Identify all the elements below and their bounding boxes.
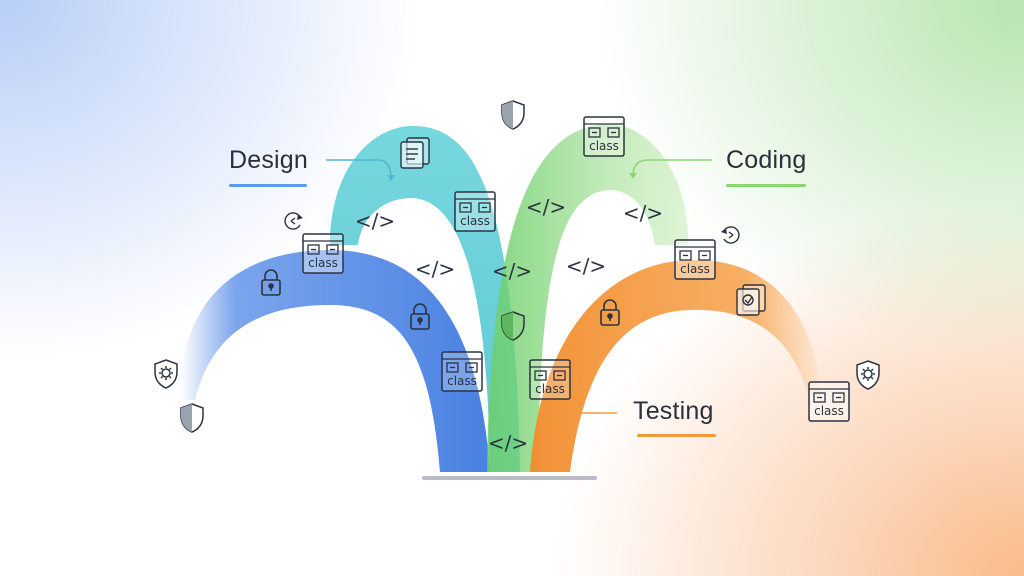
code-icon: </>	[488, 431, 528, 455]
document-stack-icon	[736, 284, 766, 316]
shield-icon	[180, 403, 204, 433]
svg-text:class: class	[460, 214, 490, 228]
design-blue-arch	[180, 250, 490, 472]
refresh-arrow-icon	[721, 226, 740, 244]
arches	[180, 124, 822, 472]
design-underline	[229, 184, 307, 187]
code-icon: </>	[415, 257, 455, 281]
code-icon: </>	[355, 209, 395, 233]
class-window-icon: class	[583, 116, 625, 157]
refresh-icons	[284, 212, 740, 244]
code-icon: </>	[492, 259, 532, 283]
svg-text:class: class	[447, 374, 477, 388]
lock-icon	[600, 299, 620, 326]
design-label: Design	[229, 146, 309, 174]
class-icons: class class class class	[302, 116, 850, 422]
code-icon: </>	[566, 254, 606, 278]
svg-text:class: class	[680, 262, 710, 276]
lock-icon	[261, 269, 281, 296]
document-stacks	[400, 137, 766, 316]
svg-text:class: class	[589, 139, 619, 153]
testing-arrow	[555, 412, 617, 429]
shields	[154, 100, 880, 433]
class-window-icon: class	[302, 233, 344, 274]
coding-arrow	[632, 159, 712, 175]
coding-label: Coding	[726, 146, 807, 174]
shield-gear-icon	[856, 360, 880, 390]
class-window-icon: class	[529, 359, 571, 400]
design-arrow-head	[387, 175, 395, 181]
locks	[261, 269, 620, 330]
shield-gear-icon	[154, 359, 178, 389]
coding-arrow-head	[629, 173, 637, 179]
code-tags: </> </> </> </> </> </> </>	[355, 195, 663, 455]
shield-icon	[501, 311, 525, 341]
refresh-arrow-icon	[284, 212, 303, 230]
testing-underline	[637, 434, 716, 437]
lock-icon	[410, 303, 430, 330]
class-window-icon: class	[674, 239, 716, 280]
class-window-icon: class	[808, 381, 850, 422]
class-window-icon: class	[454, 191, 496, 232]
design-teal-arch	[330, 125, 520, 472]
svg-text:class: class	[535, 382, 565, 396]
svg-text:class: class	[814, 404, 844, 418]
testing-orange-arch	[530, 259, 822, 472]
coding-green-arch	[487, 124, 689, 472]
class-window-icon: class	[441, 351, 483, 392]
base-platform	[422, 476, 597, 480]
coding-underline	[726, 184, 806, 187]
code-icon: </>	[623, 201, 663, 225]
svg-text:class: class	[308, 256, 338, 270]
testing-arrow-head	[552, 427, 560, 433]
testing-label: Testing	[633, 397, 714, 425]
design-arrow	[326, 159, 392, 177]
code-icon: </>	[526, 195, 566, 219]
shield-icon	[501, 100, 525, 130]
document-stack-icon	[400, 137, 430, 169]
label-arrows	[326, 159, 712, 433]
